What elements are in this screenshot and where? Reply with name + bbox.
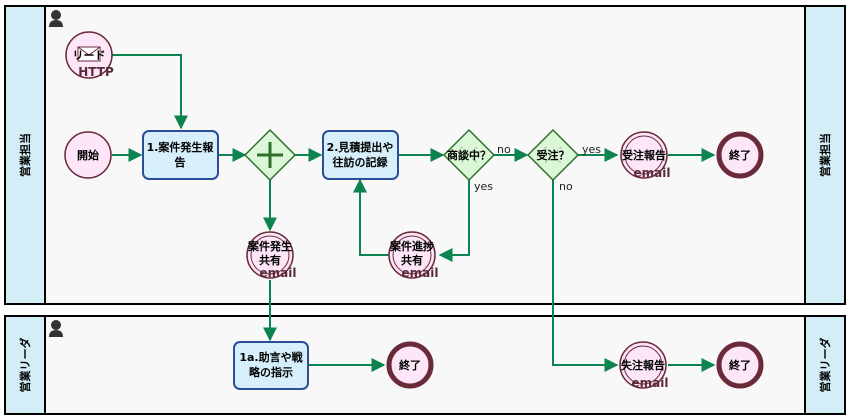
start-event[interactable]: 開始: [64, 131, 112, 179]
event-label: 失注報告: [621, 358, 665, 372]
task-label-line2: 略の指示: [249, 365, 293, 379]
event-label-line1: 案件進捗: [389, 239, 434, 253]
end-event[interactable]: 終了: [716, 131, 764, 179]
event-label-line2: 共有: [259, 253, 281, 267]
gateway-negotiating[interactable]: 商談中？: [442, 128, 496, 182]
task-2[interactable]: 2.見積提出や 往訪の記録: [322, 130, 399, 180]
end-event[interactable]: 終了: [386, 341, 434, 389]
event-label: 受注報告: [622, 148, 666, 162]
edge-label-yes: yes: [474, 180, 493, 193]
event-label-line1: 案件発生: [247, 239, 292, 253]
parallel-gateway[interactable]: [243, 128, 297, 182]
gateway-label: 商談中？: [447, 148, 491, 162]
event-label: リード: [73, 49, 106, 62]
task-1a[interactable]: 1a.助言や戦 略の指示: [233, 341, 309, 390]
event-sublabel: email: [632, 376, 669, 390]
task-label-line1: 2.見積提出や: [327, 140, 394, 154]
lane-title-right: 営業担当: [818, 133, 832, 177]
lane-header-right: [804, 5, 846, 305]
lead-start-event[interactable]: リード HTTP: [65, 31, 114, 79]
lane-header-left: [4, 5, 46, 305]
task-label-line2: 往訪の記録: [333, 155, 389, 169]
task-label-line2: 告: [175, 155, 186, 169]
flow-negotiating-yes[interactable]: [438, 180, 470, 262]
edge-label-yes: yes: [582, 143, 601, 156]
flow-lead-task1[interactable]: [112, 54, 188, 130]
event-label-line2: 共有: [401, 253, 423, 267]
order-report-event[interactable]: 受注報告 email: [620, 131, 671, 180]
share-new-event[interactable]: 案件発生 共有 email: [246, 231, 297, 280]
event-label: 終了: [399, 358, 421, 372]
lane-title-left: 営業担当: [18, 133, 32, 177]
flow-ordered-no[interactable]: [552, 180, 619, 372]
task-label-line1: 1.案件発生報: [147, 140, 215, 154]
event-sublabel: email: [402, 266, 439, 280]
lane-title-right: 営業リーダ: [818, 338, 832, 393]
event-sublabel: email: [634, 166, 671, 180]
sequence-flows: [112, 54, 716, 372]
lane-header-left: [4, 315, 46, 415]
lost-report-event[interactable]: 失注報告 email: [619, 341, 669, 390]
event-sublabel: HTTP: [78, 65, 114, 79]
event-label: 終了: [729, 358, 751, 372]
task-1[interactable]: 1.案件発生報 告: [142, 130, 219, 180]
event-sublabel: email: [260, 266, 297, 280]
plus-icon: [257, 142, 283, 168]
flow-progress-task2[interactable]: [353, 178, 390, 256]
edge-label-no: no: [497, 143, 511, 156]
event-label: 開始: [77, 148, 99, 162]
lane-header-right: [804, 315, 846, 415]
task-label-line1: 1a.助言や戦: [239, 350, 303, 364]
gateway-label: 受注？: [537, 148, 570, 162]
gateway-ordered[interactable]: 受注？: [526, 128, 580, 182]
event-label: 終了: [729, 148, 751, 162]
lane-title-left: 営業リーダ: [18, 338, 32, 393]
end-event[interactable]: 終了: [716, 341, 764, 389]
share-progress-event[interactable]: 案件進捗 共有 email: [388, 231, 439, 280]
edge-label-no: no: [559, 180, 573, 193]
